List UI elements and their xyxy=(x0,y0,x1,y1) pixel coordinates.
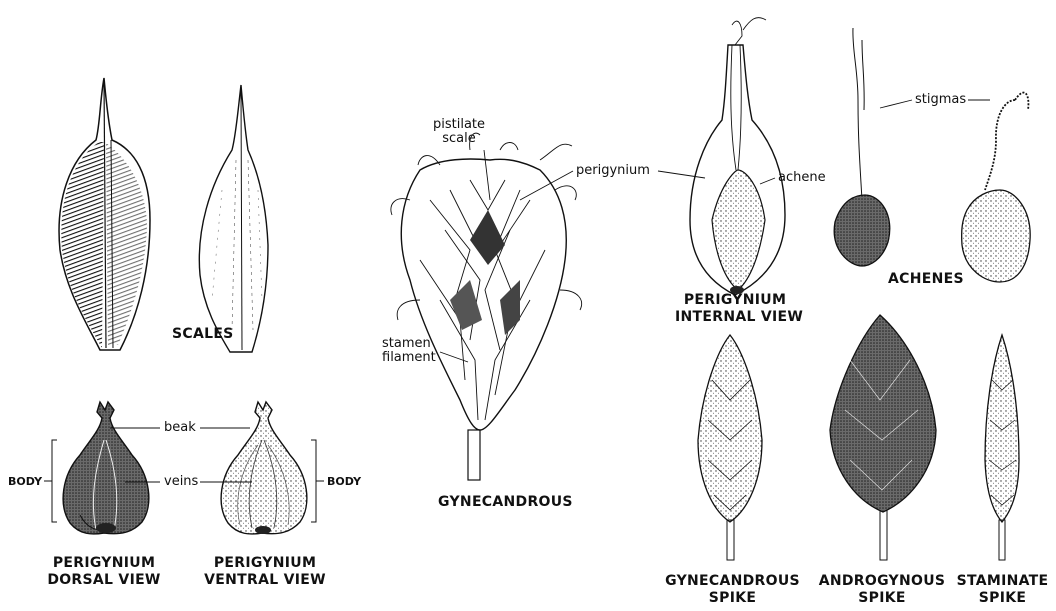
veins-label: veins xyxy=(164,475,198,489)
gynecandrous-spike-drawing xyxy=(698,335,762,560)
perigynium-ventral-drawing xyxy=(221,402,307,534)
stigmas-label: stigmas xyxy=(915,93,966,107)
beak-label: beak xyxy=(164,421,196,435)
staminate-spike-drawing xyxy=(985,335,1019,560)
gynecandrous-inflorescence-drawing xyxy=(391,133,582,480)
caption-perigynium-dorsal: PERIGYNIUM DORSAL VIEW xyxy=(44,555,164,589)
achene-label: achene xyxy=(778,171,826,185)
caption-perigynium-ventral: PERIGYNIUM VENTRAL VIEW xyxy=(200,555,330,589)
body-right-label: BODY xyxy=(327,475,361,489)
caption-perigynium-internal: PERIGYNIUM INTERNAL VIEW xyxy=(675,292,795,326)
achenes-drawing xyxy=(834,28,1030,282)
scale-dorsal-drawing xyxy=(59,78,150,350)
scale-ventral-drawing xyxy=(199,85,268,352)
stamen-filament-label: stamen filament xyxy=(382,337,436,365)
caption-achenes: ACHENES xyxy=(888,271,964,288)
caption-scales: SCALES xyxy=(172,326,234,343)
perigynium-label: perigynium xyxy=(576,164,650,178)
body-left-label: BODY xyxy=(8,475,42,489)
androgynous-spike-drawing xyxy=(830,315,936,560)
perigynium-dorsal-drawing xyxy=(63,402,149,534)
perigynium-internal-drawing xyxy=(690,18,785,295)
caption-androgynous-spike: ANDROGYNOUS SPIKE xyxy=(812,573,952,607)
pistilate-scale-label: pistilate scale xyxy=(424,118,494,146)
caption-staminate-spike: STAMINATE SPIKE xyxy=(955,573,1050,607)
caption-gynecandrous: GYNECANDROUS xyxy=(438,494,573,511)
caption-gynecandrous-spike: GYNECANDROUS SPIKE xyxy=(660,573,805,607)
